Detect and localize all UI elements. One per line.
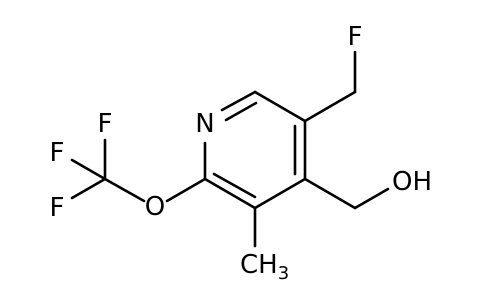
atom-label-hydroxyl: OH [392, 167, 432, 197]
bond-lines [70, 50, 390, 248]
atom-label-cf3-f-top: F [98, 109, 113, 139]
bond-n-c6-inner [224, 101, 258, 122]
atom-label-methyl-subscript: 3 [278, 263, 289, 284]
bond-cf3-f-bottom [70, 177, 107, 200]
atom-label-ring-nitrogen: N [195, 109, 214, 139]
bond-n-c6 [220, 90, 257, 112]
bond-c4-ch2 [303, 177, 357, 210]
atom-label-methyl: CH3 [240, 250, 289, 284]
bond-ch2-oh [353, 187, 390, 210]
bond-c3-c2-inner [212, 172, 257, 199]
bond-c5-ch2 [303, 90, 357, 123]
atom-label-cf3-f-left: F [50, 138, 65, 168]
bond-o-cf3 [103, 177, 146, 203]
atom-labels: F OH N F F F O CH3 [50, 22, 433, 284]
atom-label-ether-oxygen: O [145, 192, 165, 222]
bond-c3-c2 [203, 177, 257, 210]
atom-label-methyl-main: CH [240, 250, 278, 280]
bond-c6-c5 [253, 90, 307, 123]
bond-cf3-f-left [70, 158, 107, 181]
atom-label-cf3-f-bottom: F [50, 193, 65, 223]
bond-c2-o [165, 177, 207, 203]
bond-c4-c3 [253, 177, 307, 210]
atom-label-fluoromethyl-f: F [348, 22, 363, 52]
